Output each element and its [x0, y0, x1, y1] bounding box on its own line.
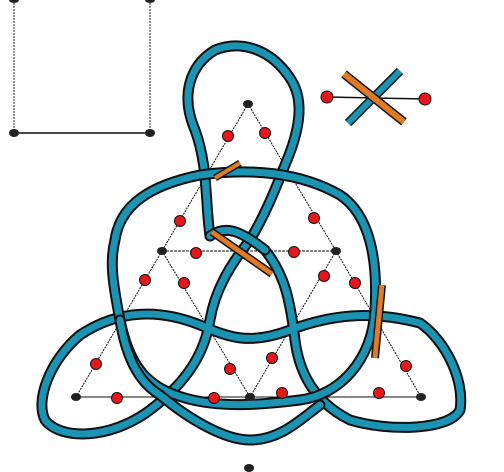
midpoint-dot: [373, 387, 385, 399]
band-segment: [108, 168, 380, 409]
midpoint-dot: [208, 392, 220, 404]
vertex-dot: [243, 100, 253, 108]
midpoint-dot: [190, 247, 202, 259]
midpoint-dot: [222, 130, 234, 142]
midpoint-dot: [276, 387, 288, 399]
midpoint-dot: [318, 270, 330, 282]
midpoint-dots: [90, 127, 412, 404]
band-outline: [106, 166, 382, 411]
midpoint-dot: [139, 274, 151, 286]
knot-band: [36, 40, 467, 446]
midpoint-dot: [111, 392, 123, 404]
band-segment: [38, 236, 465, 438]
band-segment: [116, 316, 324, 444]
vertex-dot: [416, 393, 426, 401]
midpoint-dot: [308, 212, 320, 224]
crossing-markers: [209, 159, 386, 359]
midpoint-dot: [259, 127, 271, 139]
midpoint-dot: [174, 215, 186, 227]
vertex-dot: [331, 247, 341, 255]
vertex-dots: [71, 100, 426, 472]
crossing-legend-icon: [320, 67, 432, 127]
vertex-dot: [157, 247, 167, 255]
midpoint-dot: [224, 363, 236, 375]
midpoint-dot: [178, 277, 190, 289]
midpoint-dot: [349, 277, 361, 289]
midpoint-dot: [266, 352, 278, 364]
midpoint-dot: [400, 360, 412, 372]
vertex-dot: [245, 393, 255, 401]
square-frame-icon: [9, 0, 155, 137]
vertex-dot: [244, 464, 254, 472]
midpoint-dot: [288, 246, 300, 258]
midpoint-dot: [90, 358, 102, 370]
vertex-dot: [71, 393, 81, 401]
